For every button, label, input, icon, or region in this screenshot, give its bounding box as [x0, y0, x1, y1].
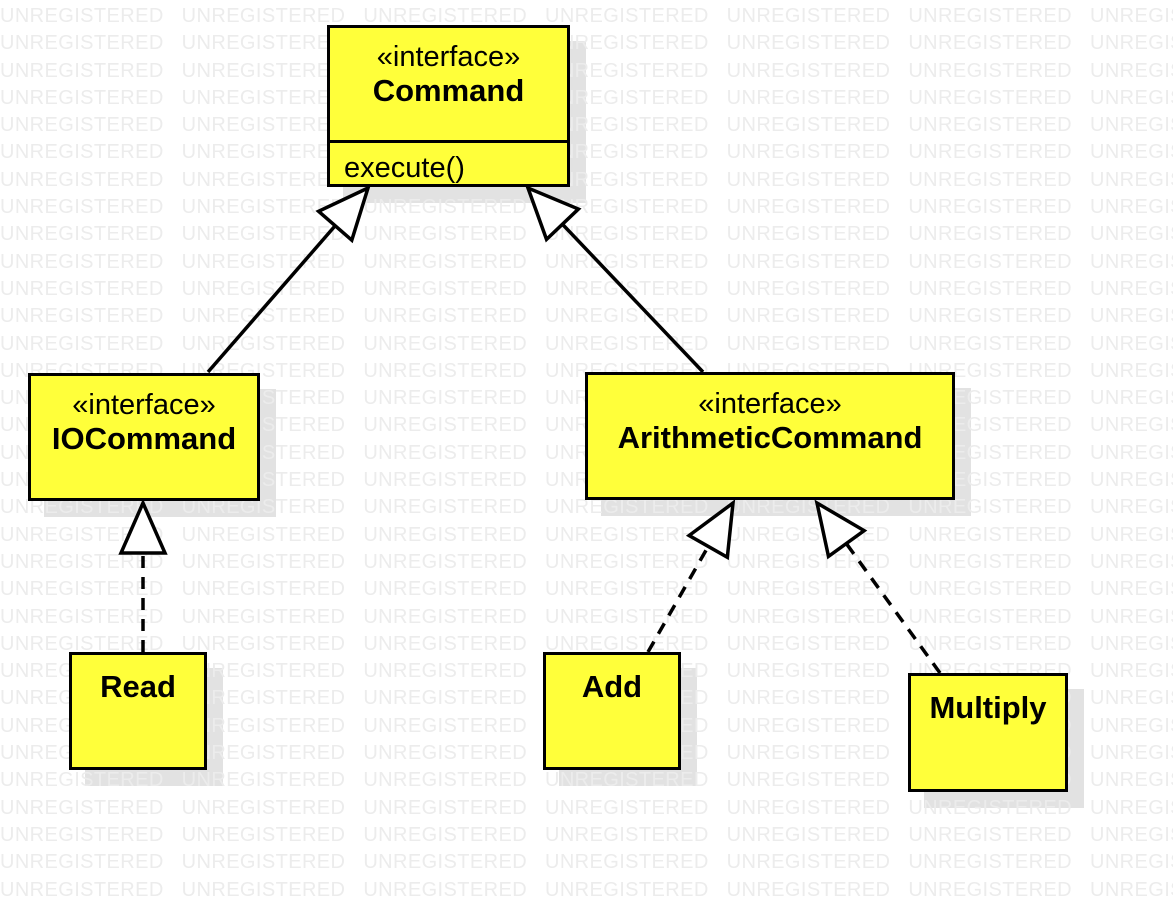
stereotype-label: «interface»: [376, 41, 521, 73]
class-name-label: Add: [581, 669, 643, 704]
watermark-row: UNREGISTERED UNREGISTERED UNREGISTERED U…: [0, 332, 1173, 355]
edge-realization-add-to-arithmeticcommand: [646, 499, 736, 653]
class-box-iocommand: «interface» IOCommand: [28, 373, 260, 501]
watermark-row: UNREGISTERED UNREGISTERED UNREGISTERED U…: [0, 223, 1173, 246]
watermark-row: UNREGISTERED UNREGISTERED UNREGISTERED U…: [0, 550, 1173, 573]
compartment-divider: [330, 140, 567, 143]
watermark-row: UNREGISTERED UNREGISTERED UNREGISTERED U…: [0, 523, 1173, 546]
watermark-row: UNREGISTERED UNREGISTERED UNREGISTERED U…: [0, 250, 1173, 273]
watermark-row: UNREGISTERED UNREGISTERED UNREGISTERED U…: [0, 578, 1173, 601]
class-name-label: Multiply: [929, 690, 1047, 725]
class-title-compartment: «interface» Command: [330, 41, 567, 140]
watermark-row: UNREGISTERED UNREGISTERED UNREGISTERED U…: [0, 277, 1173, 300]
watermark-row: UNREGISTERED UNREGISTERED UNREGISTERED U…: [0, 32, 1173, 55]
watermark-row: UNREGISTERED UNREGISTERED UNREGISTERED U…: [0, 168, 1173, 191]
watermark-row: UNREGISTERED UNREGISTERED UNREGISTERED U…: [0, 605, 1173, 628]
method-label: execute(): [344, 152, 465, 184]
class-box-multiply: Multiply: [908, 673, 1068, 792]
watermark-row: UNREGISTERED UNREGISTERED UNREGISTERED U…: [0, 86, 1173, 109]
watermark-row: UNREGISTERED UNREGISTERED UNREGISTERED U…: [0, 114, 1173, 137]
edge-generalization-iocommand-to-command: [206, 184, 371, 374]
class-box-command: «interface» Command execute(): [327, 25, 570, 187]
stereotype-label: «interface»: [698, 388, 842, 420]
class-name-label: Command: [372, 73, 525, 108]
edge-generalization-arithmeticcommand-to-command: [525, 184, 705, 374]
watermark-row: UNREGISTERED UNREGISTERED UNREGISTERED U…: [0, 59, 1173, 82]
class-box-read: Read: [69, 652, 207, 770]
watermark-row: UNREGISTERED UNREGISTERED UNREGISTERED U…: [0, 305, 1173, 328]
edge-realization-multiply-to-arithmeticcommand: [814, 499, 942, 675]
class-name-label: Read: [100, 669, 176, 704]
class-name-label: IOCommand: [51, 421, 237, 456]
watermark-row: UNREGISTERED UNREGISTERED UNREGISTERED U…: [0, 141, 1173, 164]
watermark-row: UNREGISTERED UNREGISTERED UNREGISTERED U…: [0, 851, 1173, 874]
class-box-arithmeticcommand: «interface» ArithmeticCommand: [585, 372, 955, 500]
class-name-label: ArithmeticCommand: [617, 420, 923, 455]
watermark-row: UNREGISTERED UNREGISTERED UNREGISTERED U…: [0, 196, 1173, 219]
stereotype-label: «interface»: [72, 389, 216, 421]
watermark-row: UNREGISTERED UNREGISTERED UNREGISTERED U…: [0, 878, 1173, 899]
watermark-row: UNREGISTERED UNREGISTERED UNREGISTERED U…: [0, 5, 1173, 27]
class-box-add: Add: [543, 652, 681, 770]
watermark-row: UNREGISTERED UNREGISTERED UNREGISTERED U…: [0, 823, 1173, 846]
